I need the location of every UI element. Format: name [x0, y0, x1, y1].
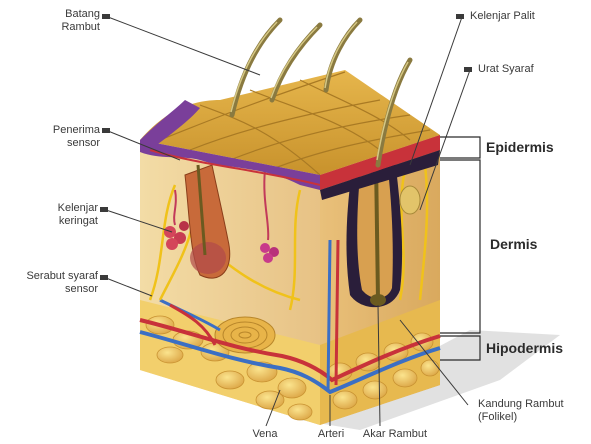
layer-epidermis: Epidermis [486, 139, 554, 155]
label-penerima-sensor: Penerima sensor [30, 124, 100, 150]
label-serabut-syaraf: Serabut syaraf sensor [6, 270, 98, 296]
layer-hipodermis: Hipodermis [486, 340, 563, 356]
label-urat-syaraf: Urat Syaraf [478, 63, 578, 76]
artery-vertical [336, 240, 338, 385]
label-arteri: Arteri [308, 428, 354, 441]
label-vena: Vena [240, 428, 290, 441]
layer-brackets [440, 137, 480, 360]
label-kelenjar-palit: Kelenjar Palit [470, 10, 580, 23]
vein-vertical [328, 240, 330, 392]
label-kandung-rambut: Kandung Rambut (Folikel) [478, 398, 588, 424]
layer-dermis: Dermis [490, 236, 537, 252]
label-akar-rambut: Akar Rambut [350, 428, 440, 441]
label-batang-rambut: Batang Rambut [40, 8, 100, 34]
label-kelenjar-keringat: Kelenjar keringat [30, 202, 98, 228]
